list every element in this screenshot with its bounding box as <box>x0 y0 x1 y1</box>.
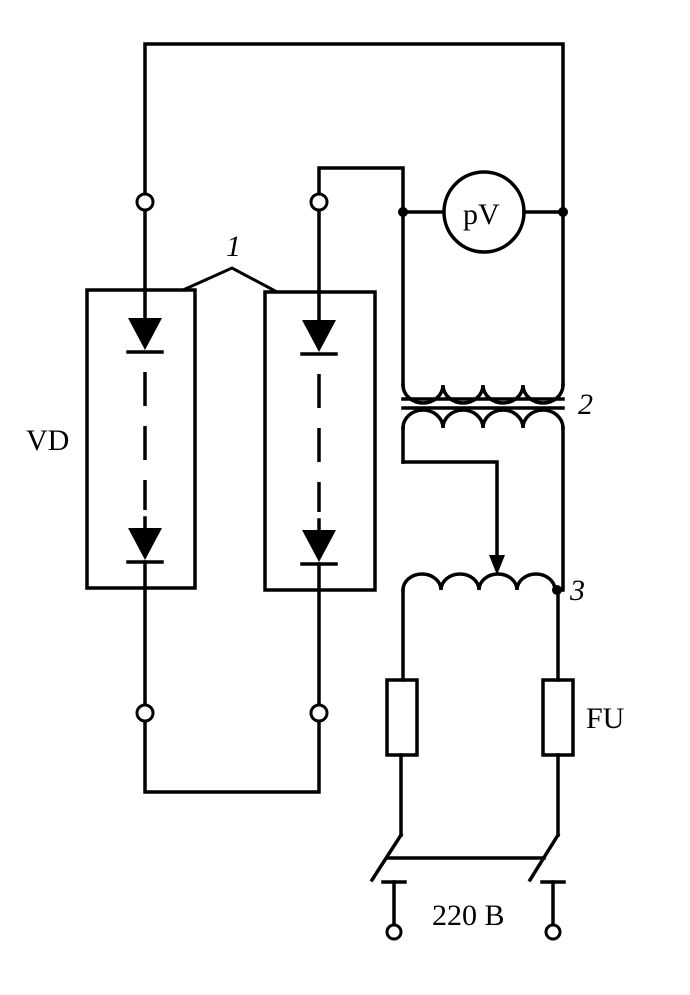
fuse-label: FU <box>586 702 625 735</box>
terminal-right-top <box>309 192 329 212</box>
diode-left-bottom <box>128 528 162 560</box>
supply-voltage-label: 220 B <box>432 899 505 932</box>
diode-left-top <box>128 318 162 350</box>
callout-2-label: 2 <box>578 388 593 421</box>
bottom-link-wire <box>143 720 321 794</box>
terminal-left-bottom <box>135 703 155 723</box>
terminal-right-bottom <box>309 703 329 723</box>
double-pole-switch <box>369 832 566 941</box>
voltmeter-label: pV <box>463 198 500 231</box>
callout-3-label: 3 <box>569 574 585 607</box>
transformer <box>401 210 565 592</box>
autotransformer <box>401 572 562 682</box>
diode-group-label: VD <box>26 424 69 457</box>
fuse-right <box>541 678 575 837</box>
fuse-left <box>385 678 419 837</box>
right-diode-column <box>263 166 405 707</box>
left-diode-column <box>85 208 197 707</box>
terminal-left-top <box>135 192 155 212</box>
top-loop-wire <box>143 42 565 214</box>
diode-block-left <box>85 288 197 590</box>
callout-1-label: 1 <box>226 230 241 263</box>
diode-right-top <box>302 320 336 352</box>
diode-right-bottom <box>302 530 336 562</box>
callout-1-leader <box>182 266 278 294</box>
